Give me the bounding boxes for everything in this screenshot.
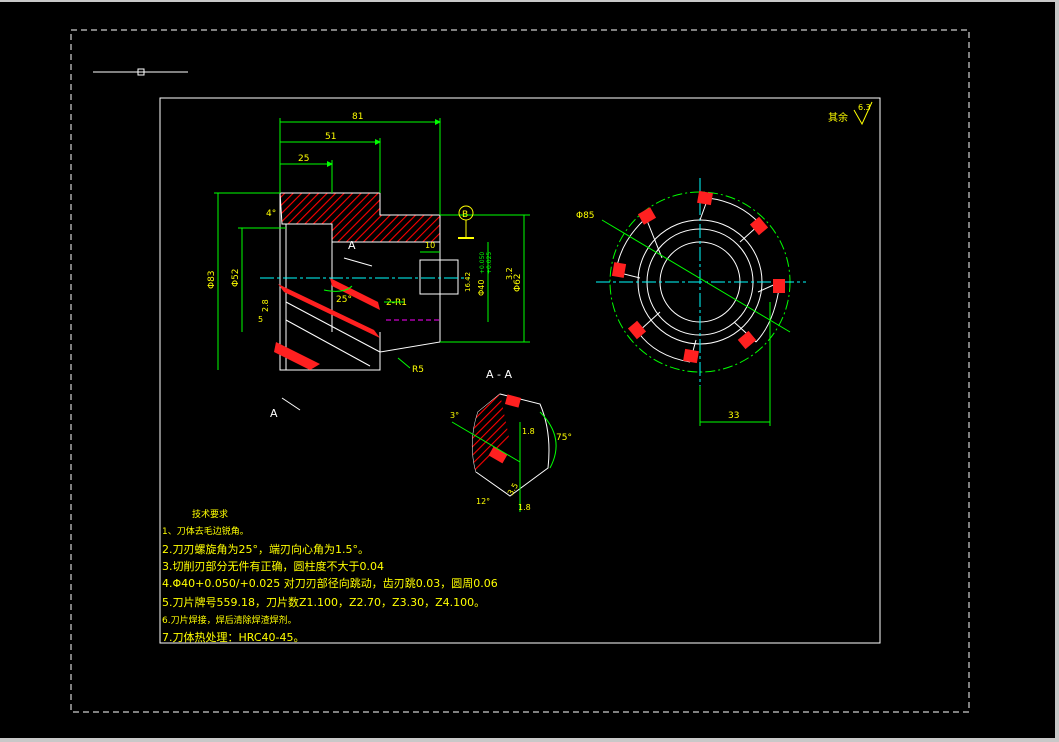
dim-16: 16.42 [464,272,472,292]
helical-tooth-1 [278,284,380,338]
leader-r5 [397,357,411,369]
insert-2 [697,190,713,206]
tech-item-1: 1、刀体去毛边锐角。 [162,525,249,537]
section-arrow-lower [281,397,301,411]
section-dimline-1 [451,421,521,463]
section-insert-mid [488,446,508,464]
dim-phi40-tol-a: +0.050 [479,252,486,274]
section-arc-75 [539,411,557,469]
section-insert-top [504,394,522,408]
tech-item-2: 2.刀刃螺旋角为25°，端刃向心角为1.5°。 [162,542,369,556]
dim-5: 5 [258,315,263,324]
dim-phi40: Φ40 [477,280,486,296]
dim-phi40-tol-b: +0.025 [486,252,493,274]
section-dim-12deg: 12° [476,497,490,506]
dim-3-2: 3.2 [505,267,514,280]
dim-phi83: Φ83 [207,270,217,289]
tech-item-3: 3.切削刃部分无件有正确，圆柱度不大于0.04 [162,559,384,573]
section-dim-3-5: 3.5 [506,481,520,497]
datum-b: B [462,210,468,220]
tech-item-6: 6.刀片焊接，焊后清除焊渣焊剂。 [162,614,297,626]
section-mark-upper: A [348,239,356,252]
front-view-hatch-upper [279,192,441,243]
dim-81: 81 [352,112,363,122]
side-dim-33: 33 [728,411,739,421]
roughness-symbol [853,101,873,126]
side-flute-curves [615,197,781,363]
dim-angle-25: 25° [336,295,352,305]
insert-1 [637,207,657,225]
dim-angle-4: 4° [266,209,276,219]
dim-phi52: Φ52 [231,268,241,287]
dim-10: 10 [425,241,435,250]
insert-5 [737,330,757,350]
helix-line-2 [285,319,371,367]
dim-r5: R5 [412,365,424,375]
side-dim-phi85: Φ85 [576,211,595,221]
helix-line-1 [285,301,381,353]
insert-6 [683,348,699,364]
section-mark-lower: A [270,407,278,420]
dim-51: 51 [325,132,336,142]
section-dim-75deg: 75° [556,433,572,443]
front-view: 81 51 25 4° Φ83 Φ52 2.8 5 25° 2-R1 R5 10… [207,112,530,420]
dim-25: 25 [298,154,309,164]
roughness-value: 6.3 [858,103,871,112]
cursor-box [137,68,145,76]
side-view: Φ85 33 [576,178,806,426]
tech-requirements-title: 技术要求 [192,508,228,520]
helical-tooth-2 [330,278,380,310]
section-arrow-upper [343,257,373,267]
insert-7 [627,320,647,340]
tech-item-5: 5.刀片牌号559.18，刀片数Z1.100，Z2.70，Z3.30，Z4.10… [162,595,485,609]
inner-frame [159,97,881,644]
tech-requirements: 技术要求 1、刀体去毛边锐角。 2.刀刃螺旋角为25°，端刃向心角为1.5°。 … [162,508,498,644]
dim-phi62: Φ62 [513,273,523,292]
tech-item-4: 4.Φ40+0.050/+0.025 对刀刃部径向跳动，齿刃跳0.03，圆周0.… [162,576,498,590]
outer-dashed-border [70,29,970,713]
section-title: A - A [486,368,512,381]
front-view-bore [419,259,459,295]
roughness-label: 其余 [828,111,848,124]
side-dim-phi85-line [601,219,791,333]
section-dim-3deg: 3° [450,411,459,420]
dim-angle-25-arc [323,285,353,292]
section-dim-1-8a: 1.8 [522,427,535,436]
tech-item-7: 7.刀体热处理：HRC40-45。 [162,630,305,644]
dim-2-r1: 2-R1 [386,298,407,308]
insert-8 [611,262,627,278]
section-view: A - A 3° 1.8 75° 3.5 12° 1.8 [450,368,572,512]
insert-3 [749,216,769,236]
section-dim-1-8b: 1.8 [518,503,531,512]
helical-tooth-3 [274,342,320,370]
insert-4 [773,279,785,293]
dim-2-8: 2.8 [261,299,270,312]
section-hatch [472,394,510,472]
